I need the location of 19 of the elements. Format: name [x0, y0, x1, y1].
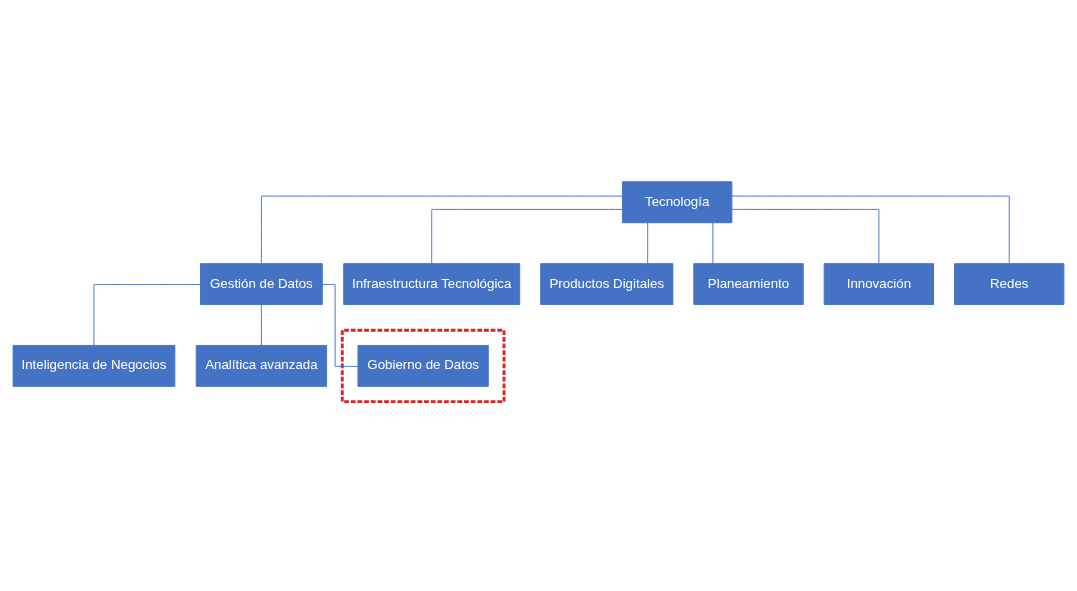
connector [647, 222, 649, 264]
connector [93, 284, 201, 346]
node-box: Innovación [823, 263, 935, 305]
node-box: Redes [954, 263, 1065, 305]
node-box: Planeamiento [693, 263, 804, 305]
connector [260, 195, 623, 264]
node-box: Infraestructura Tecnológica [343, 263, 521, 305]
node-box: Analítica avanzada [195, 344, 328, 387]
node-box: Inteligencia de Negocios [12, 344, 176, 387]
connector [731, 208, 880, 264]
node-box: Gobierno de Datos [357, 344, 489, 387]
connector [731, 195, 1010, 264]
connector [260, 304, 262, 346]
node-box: Productos Digitales [540, 263, 674, 305]
connector [712, 222, 714, 264]
cluster [340, 328, 506, 403]
node-box: Gestión de Datos [200, 263, 323, 305]
connector [431, 208, 623, 264]
node-box: Tecnología [622, 181, 733, 224]
